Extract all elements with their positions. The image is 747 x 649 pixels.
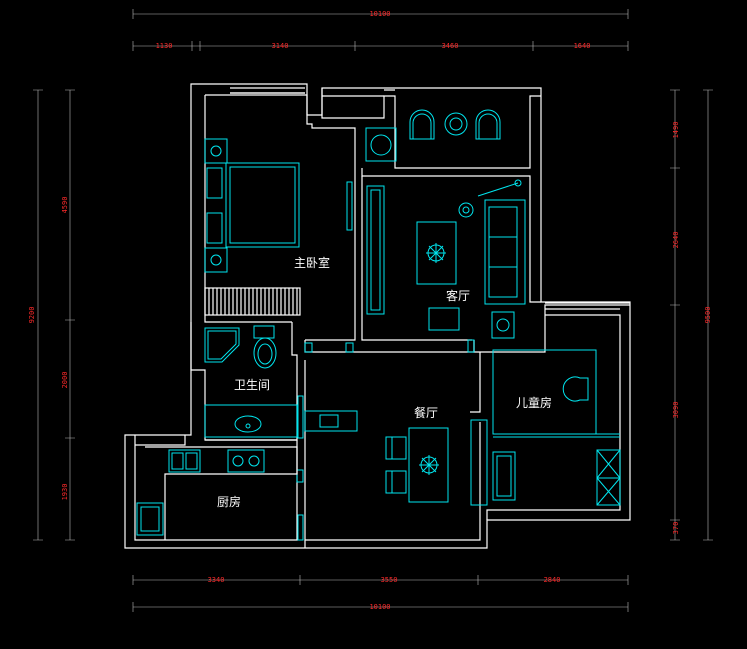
kitchen-furniture [136, 446, 298, 540]
dim-top-3: 3460 [442, 42, 459, 50]
outer-wall [124, 83, 631, 549]
washing-machine [365, 127, 397, 162]
shower-tray [204, 327, 240, 363]
room-label-kids-room: 儿童房 [516, 395, 552, 410]
tv-cabinet [366, 185, 385, 315]
dim-right-1: 1490 [672, 122, 680, 139]
coffee-table [416, 221, 457, 285]
toilet [253, 337, 277, 369]
dim-bottom-2: 3550 [381, 576, 398, 584]
room-label-dining-room: 餐厅 [414, 405, 438, 420]
kids-bed [492, 451, 516, 501]
sofa [484, 199, 526, 305]
dim-left-3: 1930 [61, 484, 69, 501]
room-labels: 主卧室 客厅 卫生间 餐厅 儿童房 厨房 [217, 255, 552, 509]
room-label-bathroom: 卫生间 [234, 378, 270, 392]
dim-top-total: 10100 [369, 10, 390, 18]
openings [230, 92, 630, 541]
vanity [204, 404, 298, 438]
sink [168, 449, 201, 473]
bathroom-furniture [204, 325, 298, 438]
dimension-lines [33, 9, 713, 612]
nightstand [204, 138, 228, 164]
dim-left-1: 4590 [61, 197, 69, 214]
bed [225, 162, 300, 248]
walls [124, 83, 631, 549]
dim-bottom-1: 3340 [208, 576, 225, 584]
basin [234, 415, 262, 433]
dining-furniture [304, 410, 449, 503]
kids-room-furniture [492, 349, 621, 506]
room-label-master-bedroom: 主卧室 [294, 255, 330, 270]
room-label-living-room: 客厅 [446, 288, 470, 303]
chair-right [475, 109, 501, 140]
chair-left [409, 109, 435, 140]
desk-chair [562, 376, 589, 402]
dimension-labels: 10100 1130 3140 3460 1640 3340 3550 2840… [28, 10, 712, 611]
dining-table [408, 427, 449, 503]
dim-bottom-total: 10100 [369, 603, 390, 611]
sideboard [304, 410, 358, 432]
dim-bottom-3: 2840 [544, 576, 561, 584]
dim-right-3: 3090 [672, 402, 680, 419]
dim-right-4: 370 [672, 522, 680, 535]
fridge [136, 502, 164, 536]
dim-top-2: 3140 [272, 42, 289, 50]
toilet-tank [253, 325, 275, 339]
dim-top-4: 1640 [574, 42, 591, 50]
dim-right-2: 2640 [672, 232, 680, 249]
countertop [145, 446, 298, 540]
chair [385, 436, 407, 460]
desk [492, 349, 597, 435]
living-furniture [365, 109, 526, 339]
room-label-kitchen: 厨房 [217, 494, 241, 509]
dim-right-outer: 9500 [704, 307, 712, 324]
stove [227, 449, 265, 473]
master-bedroom-furniture [204, 138, 301, 316]
dim-left-2: 2000 [61, 372, 69, 389]
side-table [491, 311, 515, 339]
lamp [458, 202, 474, 218]
inner-wall [205, 94, 356, 341]
dim-left-outer: 9200 [28, 307, 36, 324]
ottoman [428, 307, 460, 331]
round-table [444, 112, 468, 136]
dim-top-1: 1130 [156, 42, 173, 50]
